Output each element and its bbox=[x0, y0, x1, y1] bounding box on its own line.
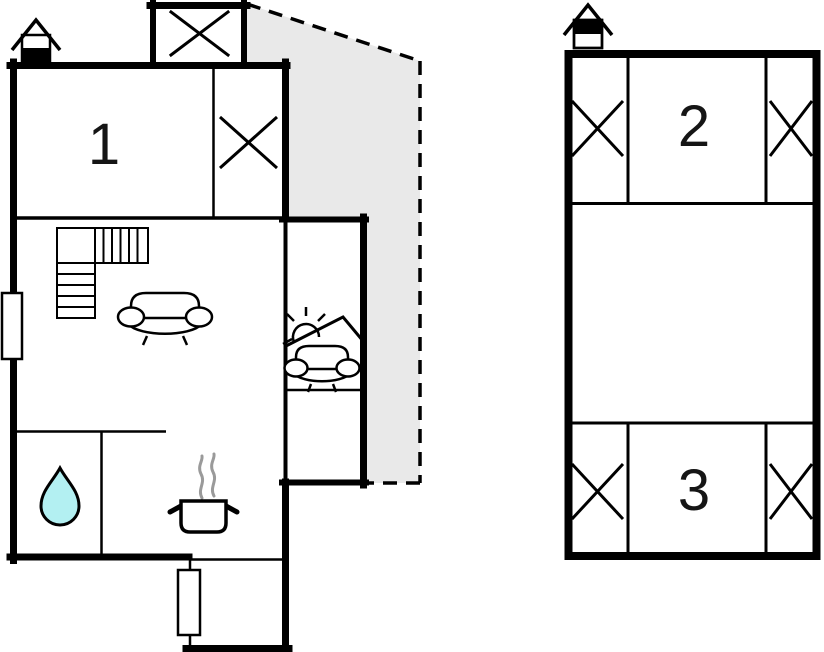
staircase-icon bbox=[56, 227, 149, 319]
room-3-label: 3 bbox=[678, 458, 710, 523]
bed-icon bbox=[768, 100, 814, 157]
room-2-label: 2 bbox=[678, 94, 710, 159]
terrace-fill bbox=[247, 4, 420, 483]
left-building: 1 bbox=[0, 0, 369, 652]
right-building: 2 3 bbox=[562, 2, 821, 560]
sofa-icon bbox=[283, 344, 361, 393]
sofa-icon bbox=[116, 291, 214, 346]
bed-icon bbox=[570, 462, 625, 521]
right-building-walls bbox=[564, 50, 821, 560]
cooking-pot-icon bbox=[167, 452, 240, 534]
bed-icon bbox=[768, 463, 814, 520]
door bbox=[176, 568, 202, 637]
sun-lounge-sofa-icon bbox=[282, 307, 365, 393]
steam bbox=[198, 452, 217, 500]
water-drop-icon bbox=[39, 464, 81, 527]
right-building-partitions bbox=[568, 54, 816, 556]
terrace-area bbox=[246, 2, 422, 485]
roof-line bbox=[285, 315, 365, 348]
bed-icon bbox=[168, 9, 231, 58]
bed-alcove bbox=[146, 0, 251, 68]
room-1-label: 1 bbox=[88, 112, 120, 177]
terrace-dashed-edge bbox=[246, 2, 421, 63]
fireplace-icon bbox=[10, 17, 62, 64]
window bbox=[0, 291, 24, 361]
bed-icon bbox=[570, 99, 625, 158]
fireplace-icon bbox=[562, 2, 614, 50]
bed-icon bbox=[218, 115, 279, 170]
